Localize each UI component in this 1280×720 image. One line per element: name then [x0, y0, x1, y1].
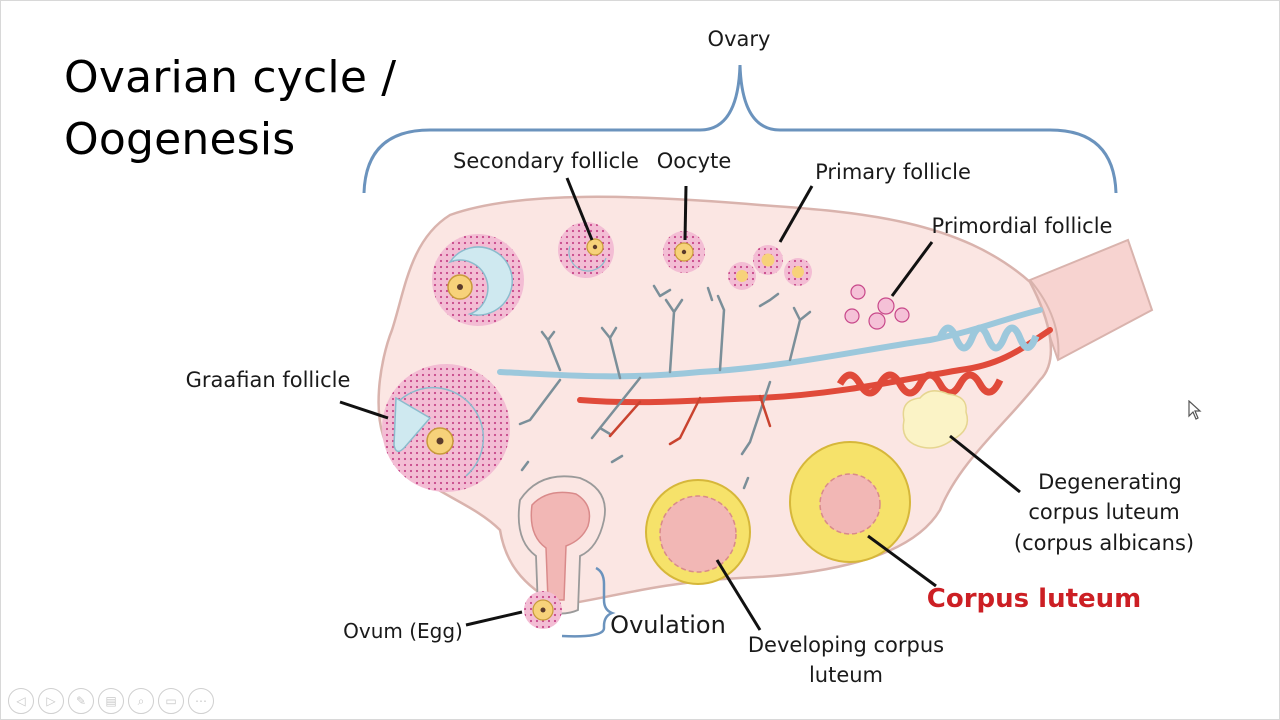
label-primary-follicle: Primary follicle — [815, 160, 971, 184]
blood-vessels — [497, 284, 1053, 490]
ovum-egg — [524, 591, 562, 629]
graafian-follicle-upper — [432, 234, 524, 326]
label-graafian-follicle: Graafian follicle — [186, 368, 351, 392]
ovulating-follicle — [517, 475, 606, 615]
pen-icon[interactable]: ✎ — [68, 688, 94, 714]
label-degenerating-line-1: Degenerating — [1038, 470, 1182, 494]
primordial-follicles — [844, 284, 910, 330]
label-degenerating-line-3: (corpus albicans) — [1014, 531, 1194, 555]
slide-title-line-1: Ovarian cycle / — [64, 52, 397, 103]
label-oocyte: Oocyte — [657, 149, 732, 173]
secondary-follicle — [558, 222, 614, 278]
oocyte-follicle — [663, 231, 705, 273]
label-developing-line-1: Developing corpus — [748, 633, 944, 657]
corpus-luteum — [789, 441, 911, 563]
label-ovulation: Ovulation — [610, 611, 726, 639]
label-developing-line-2: luteum — [809, 663, 883, 687]
developing-corpus-luteum — [645, 479, 751, 585]
previous-icon[interactable]: ◁ — [8, 688, 34, 714]
label-primordial-follicle: Primordial follicle — [932, 214, 1113, 238]
label-corpus-luteum: Corpus luteum — [927, 584, 1142, 614]
label-secondary-follicle: Secondary follicle — [453, 149, 639, 173]
primary-follicles — [728, 245, 812, 290]
slide-title-line-2: Oogenesis — [64, 114, 296, 165]
mouse-pointer-icon — [1188, 400, 1202, 420]
corpus-albicans — [902, 390, 969, 449]
ovulation-brace — [561, 566, 616, 638]
next-icon[interactable]: ▷ — [38, 688, 64, 714]
label-pointers — [339, 177, 1021, 631]
ovary-brace — [362, 64, 1118, 194]
label-degenerating-line-2: corpus luteum — [1028, 500, 1179, 524]
slides-icon[interactable]: ▤ — [98, 688, 124, 714]
presentation-toolbar: ◁ ▷ ✎ ▤ ⌕ ▭ ⋯ — [8, 688, 214, 714]
subtitles-icon[interactable]: ▭ — [158, 688, 184, 714]
graafian-follicle-lower — [382, 364, 510, 492]
more-icon[interactable]: ⋯ — [188, 688, 214, 714]
label-ovary: Ovary — [708, 27, 771, 51]
zoom-icon[interactable]: ⌕ — [128, 688, 154, 714]
label-ovum: Ovum (Egg) — [343, 619, 463, 643]
